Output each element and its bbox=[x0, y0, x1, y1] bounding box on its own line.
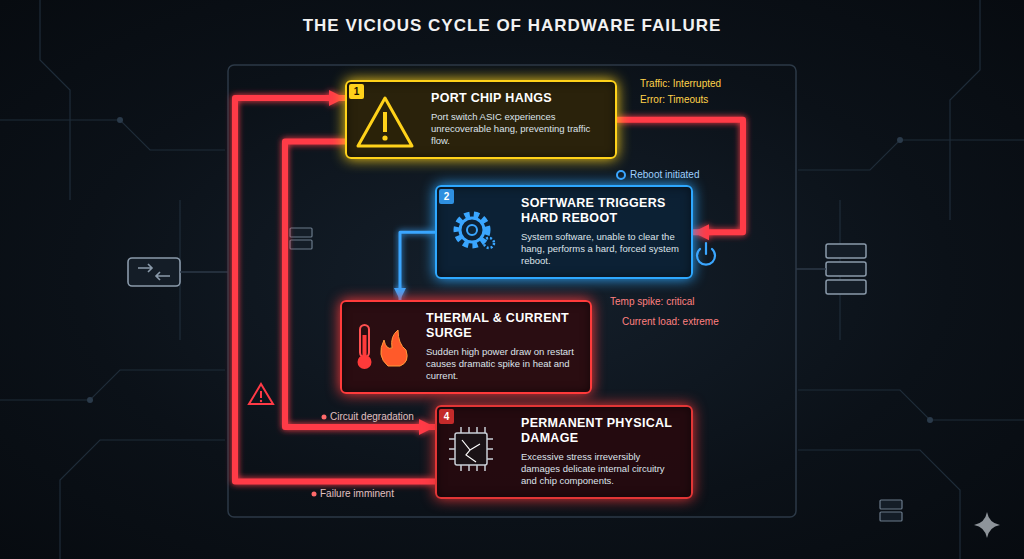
status-note: Failure imminent bbox=[320, 488, 394, 499]
status-note: Current load: extreme bbox=[622, 316, 719, 327]
box-body: Excessive stress irreversibly damages de… bbox=[521, 451, 681, 487]
cycle-arrow bbox=[522, 394, 528, 405]
box-heading: SOFTWARE TRIGGERS HARD REBOOT bbox=[521, 196, 681, 226]
power-icon bbox=[697, 243, 715, 265]
process-box: PORT CHIP HANGS Port switch ASIC experien… bbox=[345, 80, 617, 159]
gear-icon bbox=[457, 215, 494, 248]
status-note: Temp spike: critical bbox=[610, 296, 694, 307]
status-dot bbox=[322, 415, 327, 420]
callout-number: 2 bbox=[439, 189, 454, 204]
callout-number: 1 bbox=[349, 84, 364, 99]
process-box: THERMAL & CURRENT SURGE Sudden high power… bbox=[340, 300, 592, 394]
chip-icon bbox=[449, 427, 493, 471]
process-box: SOFTWARE TRIGGERS HARD REBOOT System soft… bbox=[435, 185, 693, 279]
callout-number: 4 bbox=[439, 409, 454, 424]
status-note: Circuit degradation bbox=[330, 411, 414, 422]
box-heading: PERMANENT PHYSICAL DAMAGE bbox=[521, 416, 681, 446]
box-heading: THERMAL & CURRENT SURGE bbox=[426, 311, 580, 341]
status-note: Error: Timeouts bbox=[640, 94, 708, 105]
box-body: System software, unable to clear the han… bbox=[521, 231, 681, 267]
status-note: Reboot initiated bbox=[630, 169, 700, 180]
status-dot bbox=[617, 171, 625, 179]
cycle-arrow bbox=[400, 232, 435, 300]
warning-icon bbox=[358, 98, 412, 146]
sparkle bbox=[974, 512, 1000, 538]
thermometer-flame-icon bbox=[358, 325, 408, 369]
box-heading: PORT CHIP HANGS bbox=[431, 91, 605, 106]
box-body: Port switch ASIC experiences unrecoverab… bbox=[431, 111, 605, 147]
server-icon bbox=[796, 244, 866, 294]
frame bbox=[228, 65, 796, 517]
status-note: Traffic: Interrupted bbox=[640, 78, 721, 89]
process-box: PERMANENT PHYSICAL DAMAGE Excessive stres… bbox=[435, 405, 693, 499]
diagram-title: THE VICIOUS CYCLE OF HARDWARE FAILURE bbox=[0, 16, 1024, 36]
switch-icon bbox=[128, 258, 228, 286]
warning-icon bbox=[249, 384, 273, 404]
box-body: Sudden high power draw on restart causes… bbox=[426, 346, 580, 382]
status-dot bbox=[312, 492, 317, 497]
